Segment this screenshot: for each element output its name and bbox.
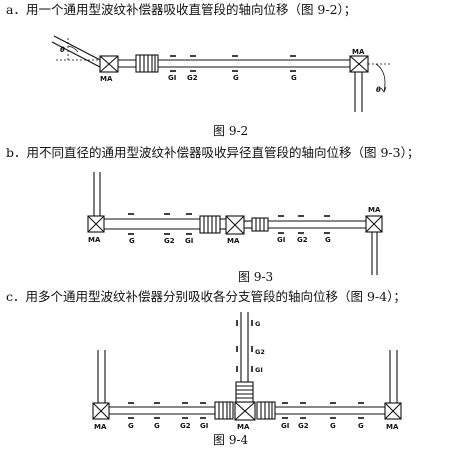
- guide-marks: [128, 320, 364, 419]
- label-ma-right: MA: [386, 423, 399, 431]
- main-pipe: [118, 59, 352, 68]
- label-ma-center: MA: [237, 423, 250, 431]
- vertical-pipe-left: [93, 172, 101, 216]
- figure-9-4: [92, 312, 402, 421]
- label-ma-left: MA: [88, 236, 101, 244]
- label-g2: G2: [187, 74, 198, 82]
- anchor-ma-right: [365, 215, 383, 233]
- large-bellows: [199, 215, 221, 234]
- small-pipe: [268, 220, 366, 229]
- label-g: G: [358, 422, 364, 430]
- label-g: G: [330, 422, 336, 430]
- label-ma-left: MA: [100, 75, 113, 83]
- label-ma-middle: MA: [227, 237, 240, 245]
- label-ma-right: MA: [368, 206, 381, 214]
- anchor-ma-right: [349, 55, 369, 73]
- label-theta-left: θ: [60, 46, 65, 54]
- figure-title-9-2: 图 9-2: [213, 124, 249, 138]
- label-g2: G2: [297, 236, 308, 244]
- label-theta-right: θ: [376, 86, 381, 94]
- anchor-ma-left: [87, 215, 105, 233]
- bellows-compensator: [135, 54, 159, 73]
- caption-b: b．用不同直径的通用型波纹补偿器吸收异径直管段的轴向位移（图 9-3）；: [6, 145, 420, 160]
- label-g2: G2: [298, 422, 309, 430]
- label-g2: G2: [180, 422, 191, 430]
- figure-title-9-4: 图 9-4: [213, 433, 249, 447]
- label-g2: G2: [164, 237, 175, 245]
- main-pipe-right: [275, 406, 385, 415]
- vertical-pipe-center: [240, 312, 249, 382]
- anchor-ma-center: [234, 401, 256, 421]
- caption-a: a．用一个通用型波纹补偿器吸收直管段的轴向位移（图 9-2）；: [6, 2, 357, 17]
- label-g1: GI: [185, 237, 193, 245]
- vertical-pipe-right: [354, 72, 363, 112]
- label-g: G: [233, 74, 239, 82]
- label-g1: GI: [281, 422, 289, 430]
- label-g: G: [129, 237, 135, 245]
- guide-marks: [128, 213, 330, 235]
- vertical-pipe-right: [371, 232, 378, 275]
- large-pipe: [104, 218, 200, 230]
- label-g: G: [291, 74, 297, 82]
- label-g2-vertical: G2: [255, 348, 265, 356]
- bellows-vertical: [235, 381, 254, 403]
- label-g: G: [154, 422, 160, 430]
- small-bellows: [251, 217, 269, 232]
- figure-9-2: [51, 35, 390, 112]
- label-g1: GI: [168, 74, 176, 82]
- label-g1: GI: [200, 422, 208, 430]
- anchor-ma-middle: [225, 215, 245, 235]
- angle-marker-left: [56, 38, 104, 61]
- bellows-left: [214, 401, 234, 420]
- guide-marks: [170, 55, 296, 72]
- label-g: G: [128, 422, 134, 430]
- figure-title-9-3: 图 9-3: [238, 270, 274, 284]
- label-ma-right: MA: [352, 48, 365, 56]
- anchor-ma-left: [99, 55, 119, 73]
- caption-c: c．用多个通用型波纹补偿器分别吸收各分支管段的轴向位移（图 9-4）；: [6, 289, 406, 304]
- vertical-pipe-left: [97, 350, 106, 403]
- label-g: G: [325, 236, 331, 244]
- inclined-pipe: [51, 35, 105, 68]
- vertical-pipe-right: [389, 350, 398, 403]
- bellows-right: [256, 401, 276, 420]
- figure-9-3: [87, 172, 383, 275]
- label-g1-vertical: GI: [255, 366, 263, 374]
- label-g-vertical: G: [255, 320, 260, 328]
- anchor-ma-right: [384, 402, 402, 420]
- anchor-ma-left: [92, 402, 110, 420]
- label-ma-left: MA: [94, 423, 107, 431]
- angle-marker-right: [368, 63, 390, 93]
- label-g1: GI: [277, 236, 285, 244]
- main-pipe-left: [109, 406, 215, 415]
